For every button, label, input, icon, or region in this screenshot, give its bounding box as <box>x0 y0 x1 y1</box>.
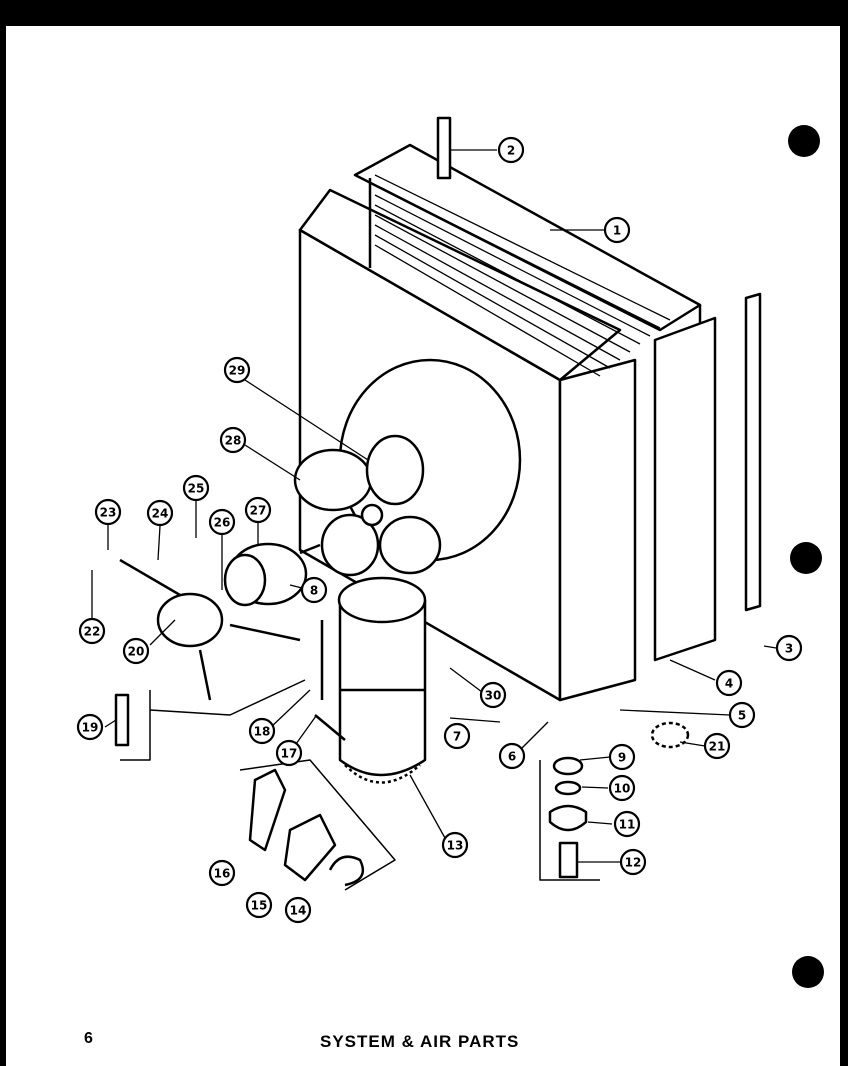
callout-23: 23 <box>94 498 122 526</box>
callout-label: 10 <box>614 782 631 796</box>
capacitor <box>114 693 130 747</box>
callout-label: 18 <box>254 725 271 739</box>
cover-clip <box>328 855 365 887</box>
fan-motor <box>223 542 321 607</box>
callout-label: 30 <box>485 689 502 703</box>
callout-29: 29 <box>223 356 251 384</box>
callout-8: 8 <box>300 576 328 604</box>
callout-4: 4 <box>715 669 743 697</box>
callout-12: 12 <box>619 848 647 876</box>
callout-label: 16 <box>214 867 231 881</box>
callout-1: 1 <box>603 216 631 244</box>
callout-19: 19 <box>76 713 104 741</box>
callout-26: 26 <box>208 508 236 536</box>
side-channel <box>744 292 762 612</box>
side-coil <box>653 316 717 662</box>
callout-17: 17 <box>275 739 303 767</box>
motor-mount-bracket <box>119 558 301 701</box>
callout-label: 5 <box>738 709 746 723</box>
callout-label: 19 <box>82 721 99 735</box>
gasket <box>248 768 287 852</box>
callout-14: 14 <box>284 896 312 924</box>
callout-label: 2 <box>507 144 515 158</box>
callout-27: 27 <box>244 496 272 524</box>
coil-bracket-top <box>436 116 452 180</box>
callout-label: 21 <box>709 740 726 754</box>
callout-30: 30 <box>479 681 507 709</box>
compressor <box>337 576 427 784</box>
callout-label: 11 <box>619 818 636 832</box>
callout-25: 25 <box>182 474 210 502</box>
callout-10: 10 <box>608 774 636 802</box>
callout-22: 22 <box>78 617 106 645</box>
leader-lines <box>91 149 777 863</box>
callout-28: 28 <box>219 426 247 454</box>
callout-6: 6 <box>498 742 526 770</box>
callout-label: 4 <box>725 677 733 691</box>
callout-label: 26 <box>214 516 231 530</box>
binding-hole-middle <box>790 542 822 574</box>
terminal-cover <box>283 813 337 882</box>
callout-label: 22 <box>84 625 101 639</box>
callout-13: 13 <box>441 831 469 859</box>
callout-21: 21 <box>703 732 731 760</box>
callout-9: 9 <box>608 743 636 771</box>
callout-3: 3 <box>775 634 803 662</box>
callout-label: 17 <box>281 747 298 761</box>
diagram-caption: SYSTEM & AIR PARTS <box>320 1032 520 1051</box>
condenser-coil <box>353 143 702 360</box>
callout-18: 18 <box>248 717 276 745</box>
callout-15: 15 <box>245 891 273 919</box>
page-number: 6 <box>84 1030 93 1047</box>
callout-label: 15 <box>251 899 268 913</box>
callout-label: 9 <box>618 751 626 765</box>
callout-label: 28 <box>225 434 242 448</box>
callout-label: 3 <box>785 642 793 656</box>
callout-label: 13 <box>447 839 464 853</box>
callout-label: 1 <box>613 224 621 238</box>
callout-label: 7 <box>453 730 461 744</box>
callout-label: 6 <box>508 750 516 764</box>
callout-label: 8 <box>310 584 318 598</box>
callout-2: 2 <box>497 136 525 164</box>
binding-hole-bottom <box>792 956 824 988</box>
callout-label: 23 <box>100 506 117 520</box>
callout-label: 27 <box>250 504 267 518</box>
callout-16: 16 <box>208 859 236 887</box>
callout-7: 7 <box>443 722 471 750</box>
callout-24: 24 <box>146 499 174 527</box>
binding-hole-top <box>788 125 820 157</box>
callout-label: 24 <box>152 507 169 521</box>
callout-label: 20 <box>128 645 145 659</box>
callout-20: 20 <box>122 637 150 665</box>
callout-label: 29 <box>229 364 246 378</box>
service-valve <box>650 721 690 749</box>
callout-label: 25 <box>188 482 205 496</box>
callout-label: 12 <box>625 856 642 870</box>
callout-11: 11 <box>613 810 641 838</box>
callout-5: 5 <box>728 701 756 729</box>
grommet-stack <box>539 756 600 881</box>
fan-blade <box>293 434 442 577</box>
callout-label: 14 <box>290 904 307 918</box>
suction-tube <box>314 714 346 741</box>
